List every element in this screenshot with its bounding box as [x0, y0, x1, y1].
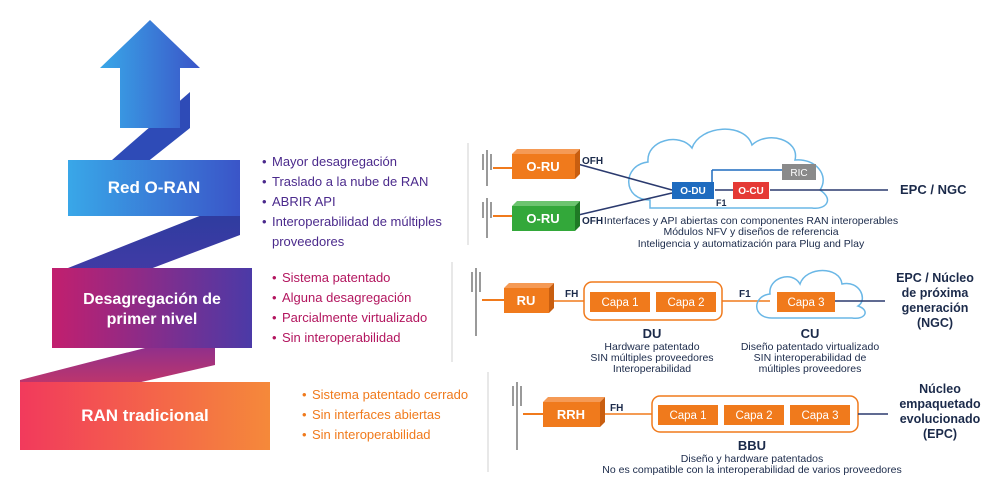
capa-2-box[interactable]: Capa 2 — [724, 405, 784, 425]
oran-bullet-continuation: proveedores — [272, 234, 345, 249]
first-core-line-4: (NGC) — [917, 316, 953, 330]
list-item: Sistema patentado — [272, 268, 452, 288]
capa-1-box[interactable]: Capa 1 — [590, 292, 650, 312]
capa-2-label: Capa 2 — [667, 297, 704, 309]
f1-label: F1 — [739, 289, 751, 300]
cloud-icon — [756, 269, 866, 319]
o-du-label: O-DU — [680, 186, 706, 197]
ru-box[interactable]: RU — [504, 283, 554, 313]
ofh-top-label: OFH — [582, 156, 603, 167]
traditional-bullet-list: Sistema patentado cerrado Sin interfaces… — [302, 385, 488, 445]
o-ru-bottom-box[interactable]: O-RU — [512, 201, 580, 231]
tier-band-oran — [68, 160, 240, 216]
capa-1-label: Capa 1 — [669, 410, 706, 422]
arrow-up — [100, 20, 200, 128]
trad-core-line-3: evolucionado — [900, 412, 981, 426]
tier-title-traditional: RAN tradicional — [81, 406, 209, 425]
capa-3-label: Capa 3 — [801, 410, 838, 422]
antenna-icon — [512, 382, 522, 450]
capa-3-box[interactable]: Capa 3 — [777, 292, 835, 312]
tier-title-first-line-1: Desagregación de — [83, 291, 221, 308]
ric-label: RIC — [790, 168, 807, 179]
o-du-box[interactable]: O-DU — [672, 182, 714, 199]
trad-core-line-2: empaquetado — [899, 397, 981, 411]
capa-2-label: Capa 2 — [735, 410, 772, 422]
first-core-line-3: generación — [902, 301, 969, 315]
list-item: ABRIR API — [262, 192, 462, 212]
ofh-bottom-label: OFH — [582, 216, 603, 227]
list-item: Mayor desagregación — [262, 152, 462, 172]
list-item: Traslado a la nube de RAN — [262, 172, 462, 192]
tier-band-first-level — [52, 268, 252, 348]
traditional-diagram: RRH FH Capa 1 Capa 2 Capa 3 BBU Diseño y… — [512, 382, 981, 476]
du-title: DU — [643, 326, 662, 341]
oran-core-label: EPC / NGC — [900, 182, 967, 197]
first-core-line-2: de próxima — [902, 286, 970, 300]
antenna-icon — [482, 150, 492, 186]
du-note-1: Hardware patentado — [604, 341, 699, 353]
o-ru-top-box[interactable]: O-RU — [512, 149, 580, 179]
list-item: Sin interoperabilidad — [272, 328, 452, 348]
oran-bullet-list: Mayor desagregación Traslado a la nube d… — [262, 152, 462, 232]
rrh-label: RRH — [557, 407, 585, 422]
list-item: Parcialmente virtualizado — [272, 308, 452, 328]
bbu-note-1: Diseño y hardware patentados — [681, 453, 823, 465]
list-item: Sistema patentado cerrado — [302, 385, 488, 405]
capa-1-box[interactable]: Capa 1 — [658, 405, 718, 425]
first-level-diagram: RU FH Capa 1 Capa 2 F1 Capa 3 DU Hardwar… — [471, 268, 974, 375]
antenna-icon — [471, 268, 481, 336]
o-ru-top-label: O-RU — [526, 159, 559, 174]
capa-1-label: Capa 1 — [601, 297, 638, 309]
ribbon — [20, 20, 270, 450]
antenna-icon — [482, 198, 492, 238]
du-note-2: SIN múltiples proveedores — [590, 352, 713, 364]
first-core-line-1: EPC / Núcleo — [896, 271, 974, 285]
cu-note-1: Diseño patentado virtualizado — [741, 341, 880, 353]
first-level-bullet-list: Sistema patentado Alguna desagregación P… — [272, 268, 452, 348]
rrh-box[interactable]: RRH — [543, 397, 605, 427]
o-ru-bottom-label: O-RU — [526, 211, 559, 226]
oran-note-1: Interfaces y API abiertas con componente… — [604, 215, 898, 227]
cu-title: CU — [801, 326, 820, 341]
ric-box[interactable]: RIC — [782, 164, 816, 180]
trad-core-line-1: Núcleo — [919, 382, 961, 396]
list-item: Alguna desagregación — [272, 288, 452, 308]
cu-note-2: SIN interoperabilidad de — [754, 352, 867, 364]
bbu-title: BBU — [738, 438, 766, 453]
tier-band-traditional — [20, 382, 270, 450]
tier-title-first-level: Desagregación de primer nivel — [52, 290, 252, 330]
fh-label: FH — [565, 289, 578, 300]
fh-label: FH — [610, 403, 623, 414]
du-note-3: Interoperabilidad — [613, 363, 691, 375]
tier-title-first-line-2: primer nivel — [106, 311, 198, 328]
capa-3-label: Capa 3 — [787, 297, 824, 309]
oran-diagram: O-RU O-RU OFH OFH O-DU F1 O-CU RIC EPC /… — [482, 128, 967, 250]
f1-label: F1 — [716, 198, 727, 208]
list-item: Interoperabilidad de múltiples — [262, 212, 462, 232]
tier-title-oran: Red O-RAN — [107, 178, 201, 197]
list-item: Sin interoperabilidad — [302, 425, 488, 445]
bbu-note-2: No es compatible con la interoperabilida… — [602, 464, 901, 476]
capa-3-box[interactable]: Capa 3 — [790, 405, 850, 425]
capa-2-box[interactable]: Capa 2 — [656, 292, 716, 312]
o-cu-label: O-CU — [738, 186, 764, 197]
list-item: Sin interfaces abiertas — [302, 405, 488, 425]
trad-core-line-4: (EPC) — [923, 427, 957, 441]
oran-note-3: Inteligencia y automatización para Plug … — [638, 238, 865, 250]
oran-note-2: Módulos NFV y diseños de referencia — [663, 226, 838, 238]
ru-label: RU — [517, 293, 536, 308]
cu-note-3: múltiples proveedores — [759, 363, 862, 375]
o-cu-box[interactable]: O-CU — [733, 182, 769, 199]
